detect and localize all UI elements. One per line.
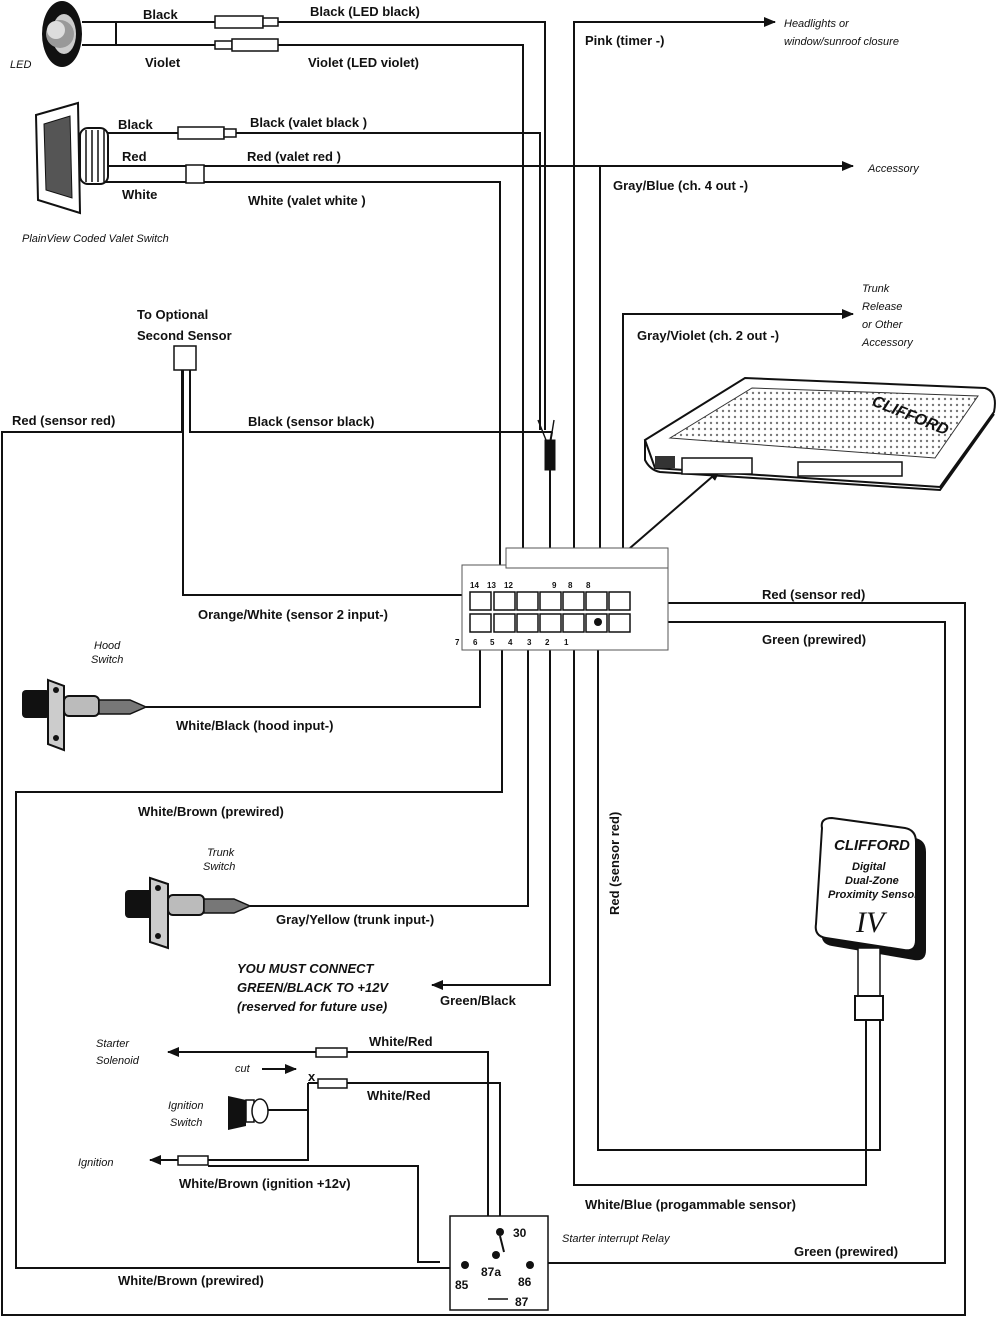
sensor-line3: Proximity Sensor xyxy=(828,889,919,901)
valet-red-right: Red (valet red ) xyxy=(247,149,341,164)
relay-box xyxy=(449,1215,549,1311)
relay-pin-86: 86 xyxy=(518,1275,532,1289)
red-sensor-top-label: Red (sensor red) xyxy=(762,587,865,602)
valet-black-left: Black xyxy=(118,117,153,132)
trunk-label-line2: Switch xyxy=(203,861,235,873)
connector-cells xyxy=(469,591,631,633)
notice-line2: GREEN/BLACK TO +12V xyxy=(237,980,389,995)
relay-pin-87: 87 xyxy=(515,1295,529,1309)
sensor2-title-line1: To Optional xyxy=(137,307,208,322)
sensor2-title-line2: Second Sensor xyxy=(137,328,232,343)
relay-pin-30: 30 xyxy=(513,1226,527,1240)
relay-pin-85: 85 xyxy=(455,1278,469,1292)
accessory-label: Accessory xyxy=(867,163,920,175)
valet-white-left: White xyxy=(122,187,157,202)
white-blue-label: White/Blue (progammable sensor) xyxy=(585,1197,796,1212)
green-prewired-top-label: Green (prewired) xyxy=(762,632,866,647)
led-violet-right: Violet (LED violet) xyxy=(308,55,419,70)
trunk-label-line1: Trunk xyxy=(207,847,235,859)
ignition-label: Ignition xyxy=(78,1157,113,1169)
alarm-module-icon: CLIFFORD xyxy=(643,376,996,492)
relay-title: Starter interrupt Relay xyxy=(562,1233,671,1245)
sensor-model: IV xyxy=(855,906,888,939)
ignition-switch-line1: Ignition xyxy=(168,1100,203,1112)
gray-blue-label: Gray/Blue (ch. 4 out -) xyxy=(613,178,748,193)
sensor-line1: Digital xyxy=(852,861,887,873)
pin-7: 7 xyxy=(455,638,460,647)
trunk-release-line1: Trunk xyxy=(862,283,890,295)
starter-solenoid-line2: Solenoid xyxy=(96,1055,140,1067)
white-red-2-label: White/Red xyxy=(367,1088,431,1103)
proximity-sensor-icon: CLIFFORD Digital Dual-Zone Proximity Sen… xyxy=(814,816,926,1021)
headlights-line1: Headlights or xyxy=(784,18,850,30)
valet-black-right: Black (valet black ) xyxy=(250,115,367,130)
hood-label-line2: Switch xyxy=(91,654,123,666)
pin-13: 13 xyxy=(487,581,496,590)
pin-3: 3 xyxy=(527,638,532,647)
headlights-line2: window/sunroof closure xyxy=(784,36,899,48)
pin-8a: 8 xyxy=(568,581,573,590)
trunk-switch-icon xyxy=(125,876,252,950)
led-icon xyxy=(42,1,117,67)
cut-label: cut xyxy=(235,1063,251,1075)
ignition-switch-icon xyxy=(228,1096,269,1130)
white-brown-prewired-bottom-label: White/Brown (prewired) xyxy=(118,1273,264,1288)
trunk-release-line3: or Other xyxy=(862,319,904,331)
pin-9: 9 xyxy=(552,581,557,590)
pin-8b: 8 xyxy=(586,581,591,590)
red-sensor-vertical-label: Red (sensor red) xyxy=(607,812,622,915)
relay-pin-87a: 87a xyxy=(481,1265,501,1279)
main-connector: 14 13 12 9 8 8 7 6 5 4 3 2 1 xyxy=(455,547,669,651)
white-brown-ignition-label: White/Brown (ignition +12v) xyxy=(179,1176,351,1191)
trunk-release-line4: Accessory xyxy=(861,337,914,349)
valet-red-left: Red xyxy=(122,149,147,164)
pin-14: 14 xyxy=(470,581,479,590)
hood-switch-icon xyxy=(22,678,148,752)
orange-white-label: Orange/White (sensor 2 input-) xyxy=(198,607,388,622)
cut-x-mark: x xyxy=(308,1069,316,1084)
notice-line3: (reserved for future use) xyxy=(237,999,387,1014)
gray-violet-label: Gray/Violet (ch. 2 out -) xyxy=(637,328,779,343)
valet-switch-label: PlainView Coded Valet Switch xyxy=(22,233,169,245)
trunk-release-line2: Release xyxy=(862,301,902,313)
white-brown-prewired-label: White/Brown (prewired) xyxy=(138,804,284,819)
valet-switch-icon xyxy=(34,101,109,215)
led-label: LED xyxy=(10,59,31,71)
white-red-1-label: White/Red xyxy=(369,1034,433,1049)
starter-solenoid-line1: Starter xyxy=(96,1038,130,1050)
inline-connectors xyxy=(173,15,556,1166)
hood-wire-label: White/Black (hood input-) xyxy=(176,718,333,733)
sensor-red-label: Red (sensor red) xyxy=(12,413,115,428)
led-black-left: Black xyxy=(143,7,178,22)
hood-label-line1: Hood xyxy=(94,640,121,652)
led-violet-left: Violet xyxy=(145,55,181,70)
pin-5: 5 xyxy=(490,638,495,647)
green-prewired-bottom-label: Green (prewired) xyxy=(794,1244,898,1259)
sensor-brand: CLIFFORD xyxy=(834,837,910,854)
ignition-switch-line2: Switch xyxy=(170,1117,202,1129)
pin-2: 2 xyxy=(545,638,550,647)
notice-line1: YOU MUST CONNECT xyxy=(237,961,375,976)
sensor-black-label: Black (sensor black) xyxy=(248,414,374,429)
pin-1: 1 xyxy=(564,638,569,647)
pin-12: 12 xyxy=(504,581,513,590)
pink-timer-label: Pink (timer -) xyxy=(585,33,664,48)
pin-6: 6 xyxy=(473,638,478,647)
sensor-line2: Dual-Zone xyxy=(845,875,899,887)
labels: LED Black Black (LED black) Violet Viole… xyxy=(10,4,920,1309)
wires xyxy=(1,17,966,1316)
trunk-wire-label: Gray/Yellow (trunk input-) xyxy=(276,912,434,927)
valet-white-right: White (valet white ) xyxy=(248,193,366,208)
green-black-label: Green/Black xyxy=(440,993,517,1008)
led-black-right: Black (LED black) xyxy=(310,4,420,19)
pin-4: 4 xyxy=(508,638,513,647)
